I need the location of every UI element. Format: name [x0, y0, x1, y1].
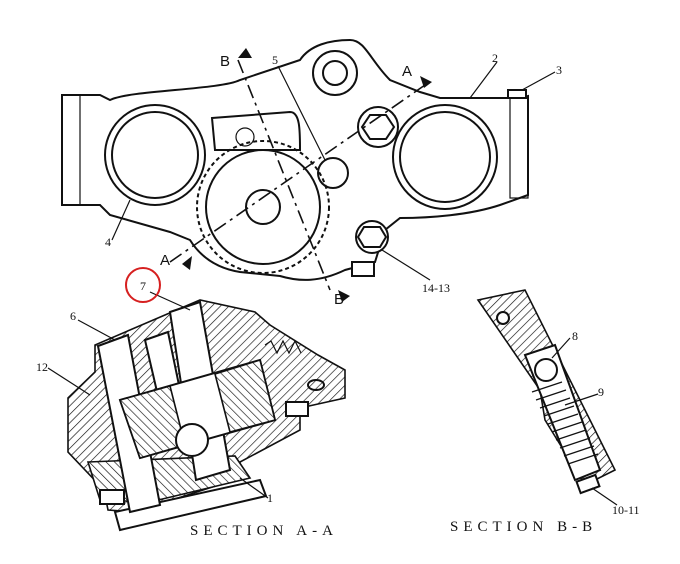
- drive-gear: [196, 140, 330, 274]
- left-bore-inner: [111, 111, 199, 199]
- leader-3: [521, 71, 556, 91]
- port-a: [307, 379, 325, 391]
- callout-6: 6: [70, 309, 76, 323]
- arrow-a-right: [420, 76, 432, 88]
- section-b-b-view: 8 9 10-11 SECTION B-B: [450, 289, 640, 535]
- gear-recess: [210, 110, 302, 151]
- dowel-pin: [507, 89, 527, 99]
- section-a-a-title: SECTION A-A: [190, 523, 338, 539]
- gear-hub: [245, 189, 281, 225]
- section-b-b-title: SECTION B-B: [450, 519, 597, 535]
- gear-teeth-ring: [196, 140, 330, 274]
- leader-2: [469, 61, 498, 99]
- valve-plug: [575, 473, 601, 495]
- leader-4: [111, 199, 131, 241]
- bolt-boss: [355, 220, 389, 254]
- callout-1: 1: [267, 491, 273, 505]
- bolt-head-hex: [356, 226, 388, 248]
- callout-14-13: 14-13: [422, 281, 450, 295]
- cut-label-a-left: A: [160, 252, 170, 269]
- right-bore-inner: [399, 111, 491, 203]
- leader-6: [77, 319, 116, 341]
- pump-housing-outline: [61, 38, 529, 281]
- left-bore-outer: [104, 104, 206, 206]
- right-flange: [509, 97, 529, 199]
- plug-a: [285, 401, 309, 417]
- callout-12: 12: [36, 360, 48, 374]
- callout-10-11: 10-11: [612, 503, 640, 517]
- leader-14-13: [381, 249, 431, 281]
- callout-4: 4: [105, 235, 111, 249]
- cut-label-b-bottom: B: [334, 291, 344, 308]
- check-ball: [175, 423, 209, 457]
- cut-label-a-right: A: [402, 63, 412, 80]
- callout-3: 3: [556, 63, 562, 77]
- callout-5: 5: [272, 53, 278, 67]
- arrow-b-bottom: [338, 290, 350, 302]
- top-boss: [312, 50, 358, 96]
- leader-10-11: [591, 487, 618, 506]
- arrow-b-top: [238, 48, 252, 58]
- callout-7: 7: [140, 279, 146, 293]
- leader-1: [239, 477, 269, 499]
- callout-2: 2: [492, 51, 498, 65]
- left-flange: [61, 94, 81, 206]
- arrow-a-left: [182, 256, 192, 270]
- section-line-a: [169, 84, 426, 263]
- valve-port: [496, 311, 510, 325]
- leader-9: [564, 393, 599, 406]
- highlight-circle: [125, 267, 161, 303]
- recess-hole: [235, 127, 255, 147]
- bolt-a-left: [99, 489, 125, 505]
- spring-a: [264, 339, 302, 355]
- hex-plug: [360, 114, 396, 140]
- leader-8: [551, 337, 571, 359]
- callout-8: 8: [572, 329, 578, 343]
- leader-12: [47, 367, 91, 396]
- section-a-a-view: 6 12 7 1 SECTION A-A: [36, 267, 346, 539]
- lower-bolt: [351, 261, 375, 277]
- valve-ball: [534, 358, 558, 382]
- right-bore-outer: [392, 104, 498, 210]
- valve-spring: [531, 381, 599, 465]
- top-boss-hole: [322, 60, 348, 86]
- callout-9: 9: [598, 385, 604, 399]
- cut-label-b-top: B: [220, 53, 230, 70]
- pump-top-view: B B A A 2 3 5 4 14-13: [61, 38, 562, 308]
- right-gear-section: [214, 358, 276, 433]
- leader-5: [277, 65, 326, 161]
- idler-hole: [317, 157, 349, 189]
